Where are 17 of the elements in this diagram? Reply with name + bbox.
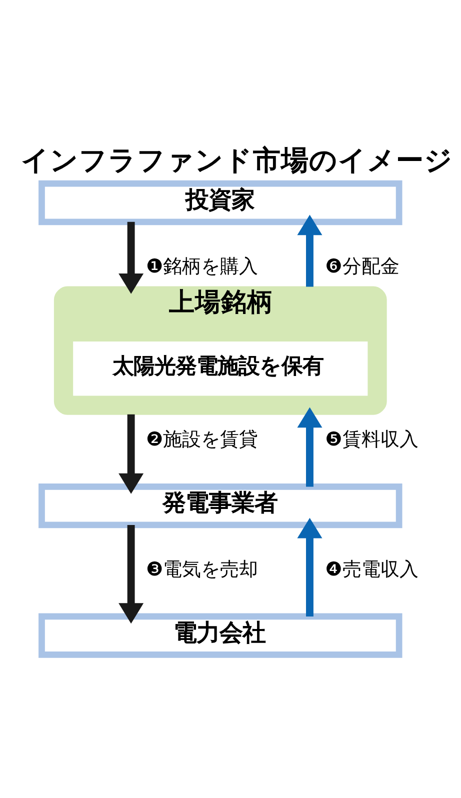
node-box: 発電事業者 — [38, 483, 402, 528]
arrow — [297, 214, 322, 286]
edge-label: ❶銘柄を購入 — [146, 254, 258, 277]
edge-label: ❷施設を賃貸 — [146, 427, 258, 450]
edge-label: ❸電気を売却 — [146, 556, 258, 580]
diagram-title: インフラファンド市場のイメージ — [20, 143, 453, 176]
arrow — [297, 406, 322, 486]
arrow — [118, 221, 144, 294]
node-box: 投資家 — [38, 180, 402, 225]
edge-label: ❻分配金 — [325, 254, 400, 277]
edge-label: ❺賃料収入 — [325, 427, 418, 450]
arrow — [118, 414, 144, 494]
arrow — [118, 524, 144, 624]
node-box: 太陽光発電施設を保有 — [73, 341, 368, 396]
arrow — [297, 517, 322, 616]
edge-label: ❹売電収入 — [325, 556, 418, 580]
node-box: 電力会社 — [38, 612, 402, 658]
